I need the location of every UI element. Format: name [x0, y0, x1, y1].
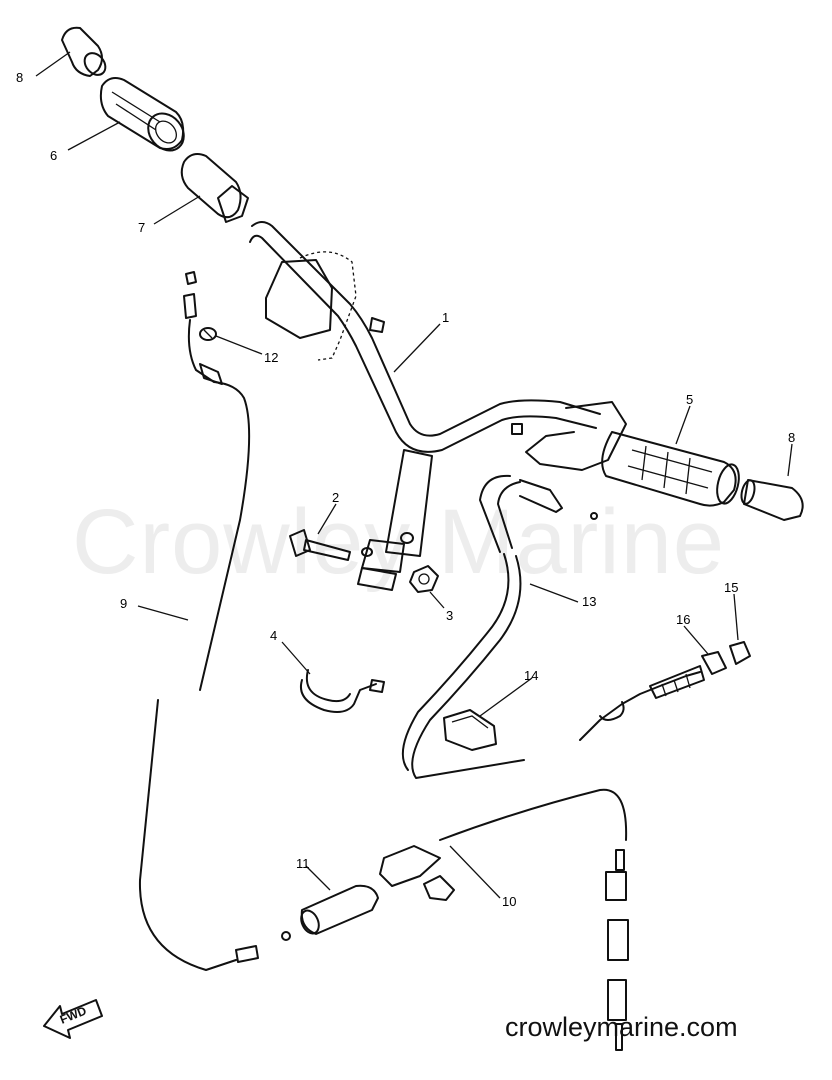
part-10-shift-cable[interactable] [379, 665, 705, 1051]
callout-11: 11 [296, 856, 310, 871]
part-9-throttle-cable[interactable] [138, 319, 291, 971]
site-url: crowleymarine.com [505, 1012, 738, 1042]
watermark: Crowley Marine [72, 491, 726, 593]
callout-2: 2 [332, 490, 339, 505]
callout-4: 4 [270, 628, 277, 643]
callout-7: 7 [138, 220, 145, 235]
callout-8-top: 8 [16, 70, 23, 85]
callout-8-right: 8 [788, 430, 795, 445]
part-7-throttle-tube[interactable] [180, 153, 249, 223]
clip-small[interactable] [423, 875, 455, 901]
part-14-clip[interactable] [443, 709, 497, 751]
callout-12: 12 [264, 350, 278, 365]
part-4-cable-band[interactable] [300, 669, 385, 713]
fwd-arrow-icon: FWD [43, 999, 103, 1039]
part-8-end-cap-right[interactable] [739, 479, 804, 521]
part-3-nut[interactable] [409, 565, 439, 593]
callout-14: 14 [524, 668, 538, 683]
part-5-grip-right[interactable] [601, 431, 742, 507]
callout-labels: 8 6 7 1 12 5 8 2 3 9 13 15 16 4 14 11 10 [16, 70, 795, 909]
part-2-bolt[interactable] [289, 529, 351, 561]
part-6-grip-sleeve[interactable] [99, 77, 191, 158]
part-12-cable-end-bolt[interactable] [183, 271, 217, 341]
part-15-fitting[interactable] [729, 641, 751, 665]
callout-3: 3 [446, 608, 453, 623]
part-8-end-cap-top[interactable] [61, 26, 110, 79]
callout-16: 16 [676, 612, 690, 627]
callout-10: 10 [502, 894, 516, 909]
leader-lines [35, 51, 793, 899]
part-1-handlebar[interactable] [249, 221, 627, 591]
part-13-hose[interactable] [401, 474, 598, 779]
callout-13: 13 [582, 594, 596, 609]
callout-9: 9 [120, 596, 127, 611]
callout-6: 6 [50, 148, 57, 163]
callout-1: 1 [442, 310, 449, 325]
part-11-cable-adapter[interactable] [298, 884, 379, 936]
callout-15: 15 [724, 580, 738, 595]
part-16-nut[interactable] [701, 651, 727, 675]
callout-5: 5 [686, 392, 693, 407]
